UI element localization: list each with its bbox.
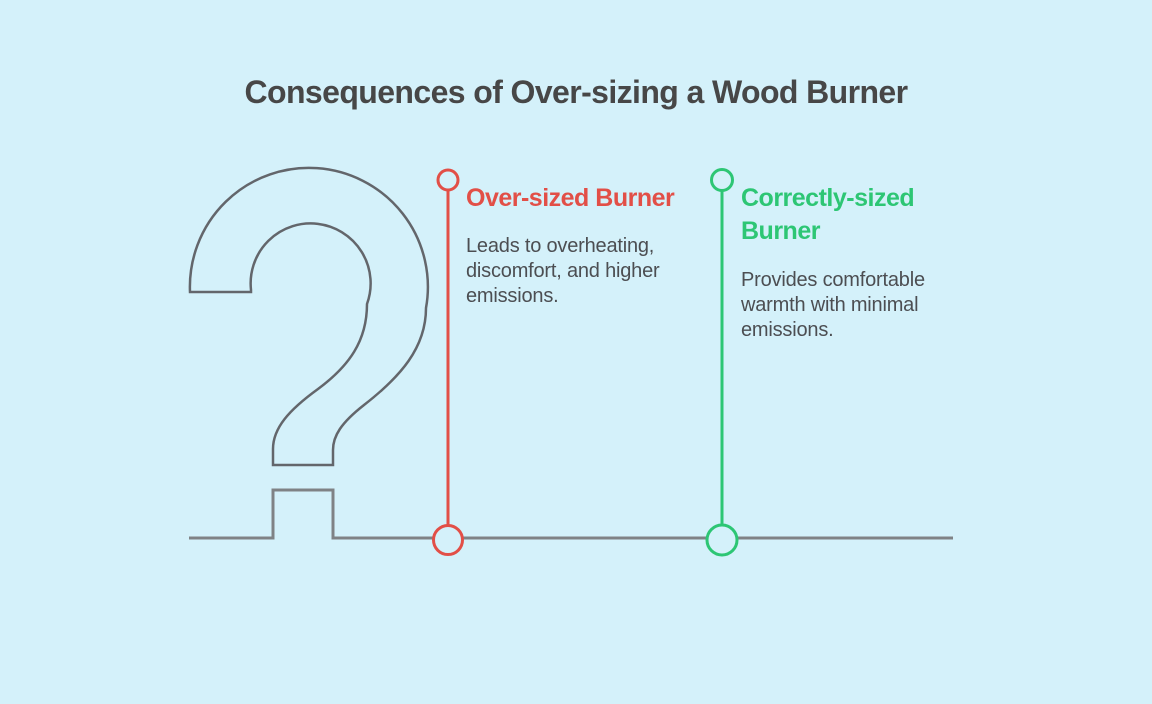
- correctly-sized-heading-line: Burner: [741, 217, 820, 245]
- over-sized-desc-line: emissions.: [466, 285, 559, 307]
- correctly-sized-heading: Correctly-sized Burner: [741, 182, 915, 248]
- over-sized-top-circle-icon: [436, 168, 460, 192]
- correctly-sized-desc-line: emissions.: [741, 319, 834, 341]
- over-sized-heading: Over-sized Burner: [466, 182, 675, 215]
- baseline: [189, 488, 953, 540]
- over-sized-heading-line: Over-sized Burner: [466, 184, 675, 212]
- over-sized-description: Leads to overheating, discomfort, and hi…: [466, 234, 660, 309]
- correctly-sized-top-circle-icon: [710, 168, 734, 192]
- question-mark-icon: [188, 166, 430, 467]
- over-sized-desc-line: Leads to overheating,: [466, 235, 655, 257]
- correctly-sized-bottom-circle-icon: [705, 523, 739, 557]
- over-sized-marker: [432, 168, 464, 556]
- correctly-sized-description: Provides comfortable warmth with minimal…: [741, 268, 925, 343]
- correctly-sized-desc-line: Provides comfortable: [741, 269, 925, 291]
- over-sized-bottom-circle-icon: [432, 524, 464, 556]
- correctly-sized-marker: [705, 168, 739, 557]
- correctly-sized-desc-line: warmth with minimal: [741, 294, 919, 316]
- correctly-sized-heading-line: Correctly-sized: [741, 184, 915, 212]
- over-sized-desc-line: discomfort, and higher: [466, 260, 660, 282]
- page-title: Consequences of Over-sizing a Wood Burne…: [244, 74, 909, 110]
